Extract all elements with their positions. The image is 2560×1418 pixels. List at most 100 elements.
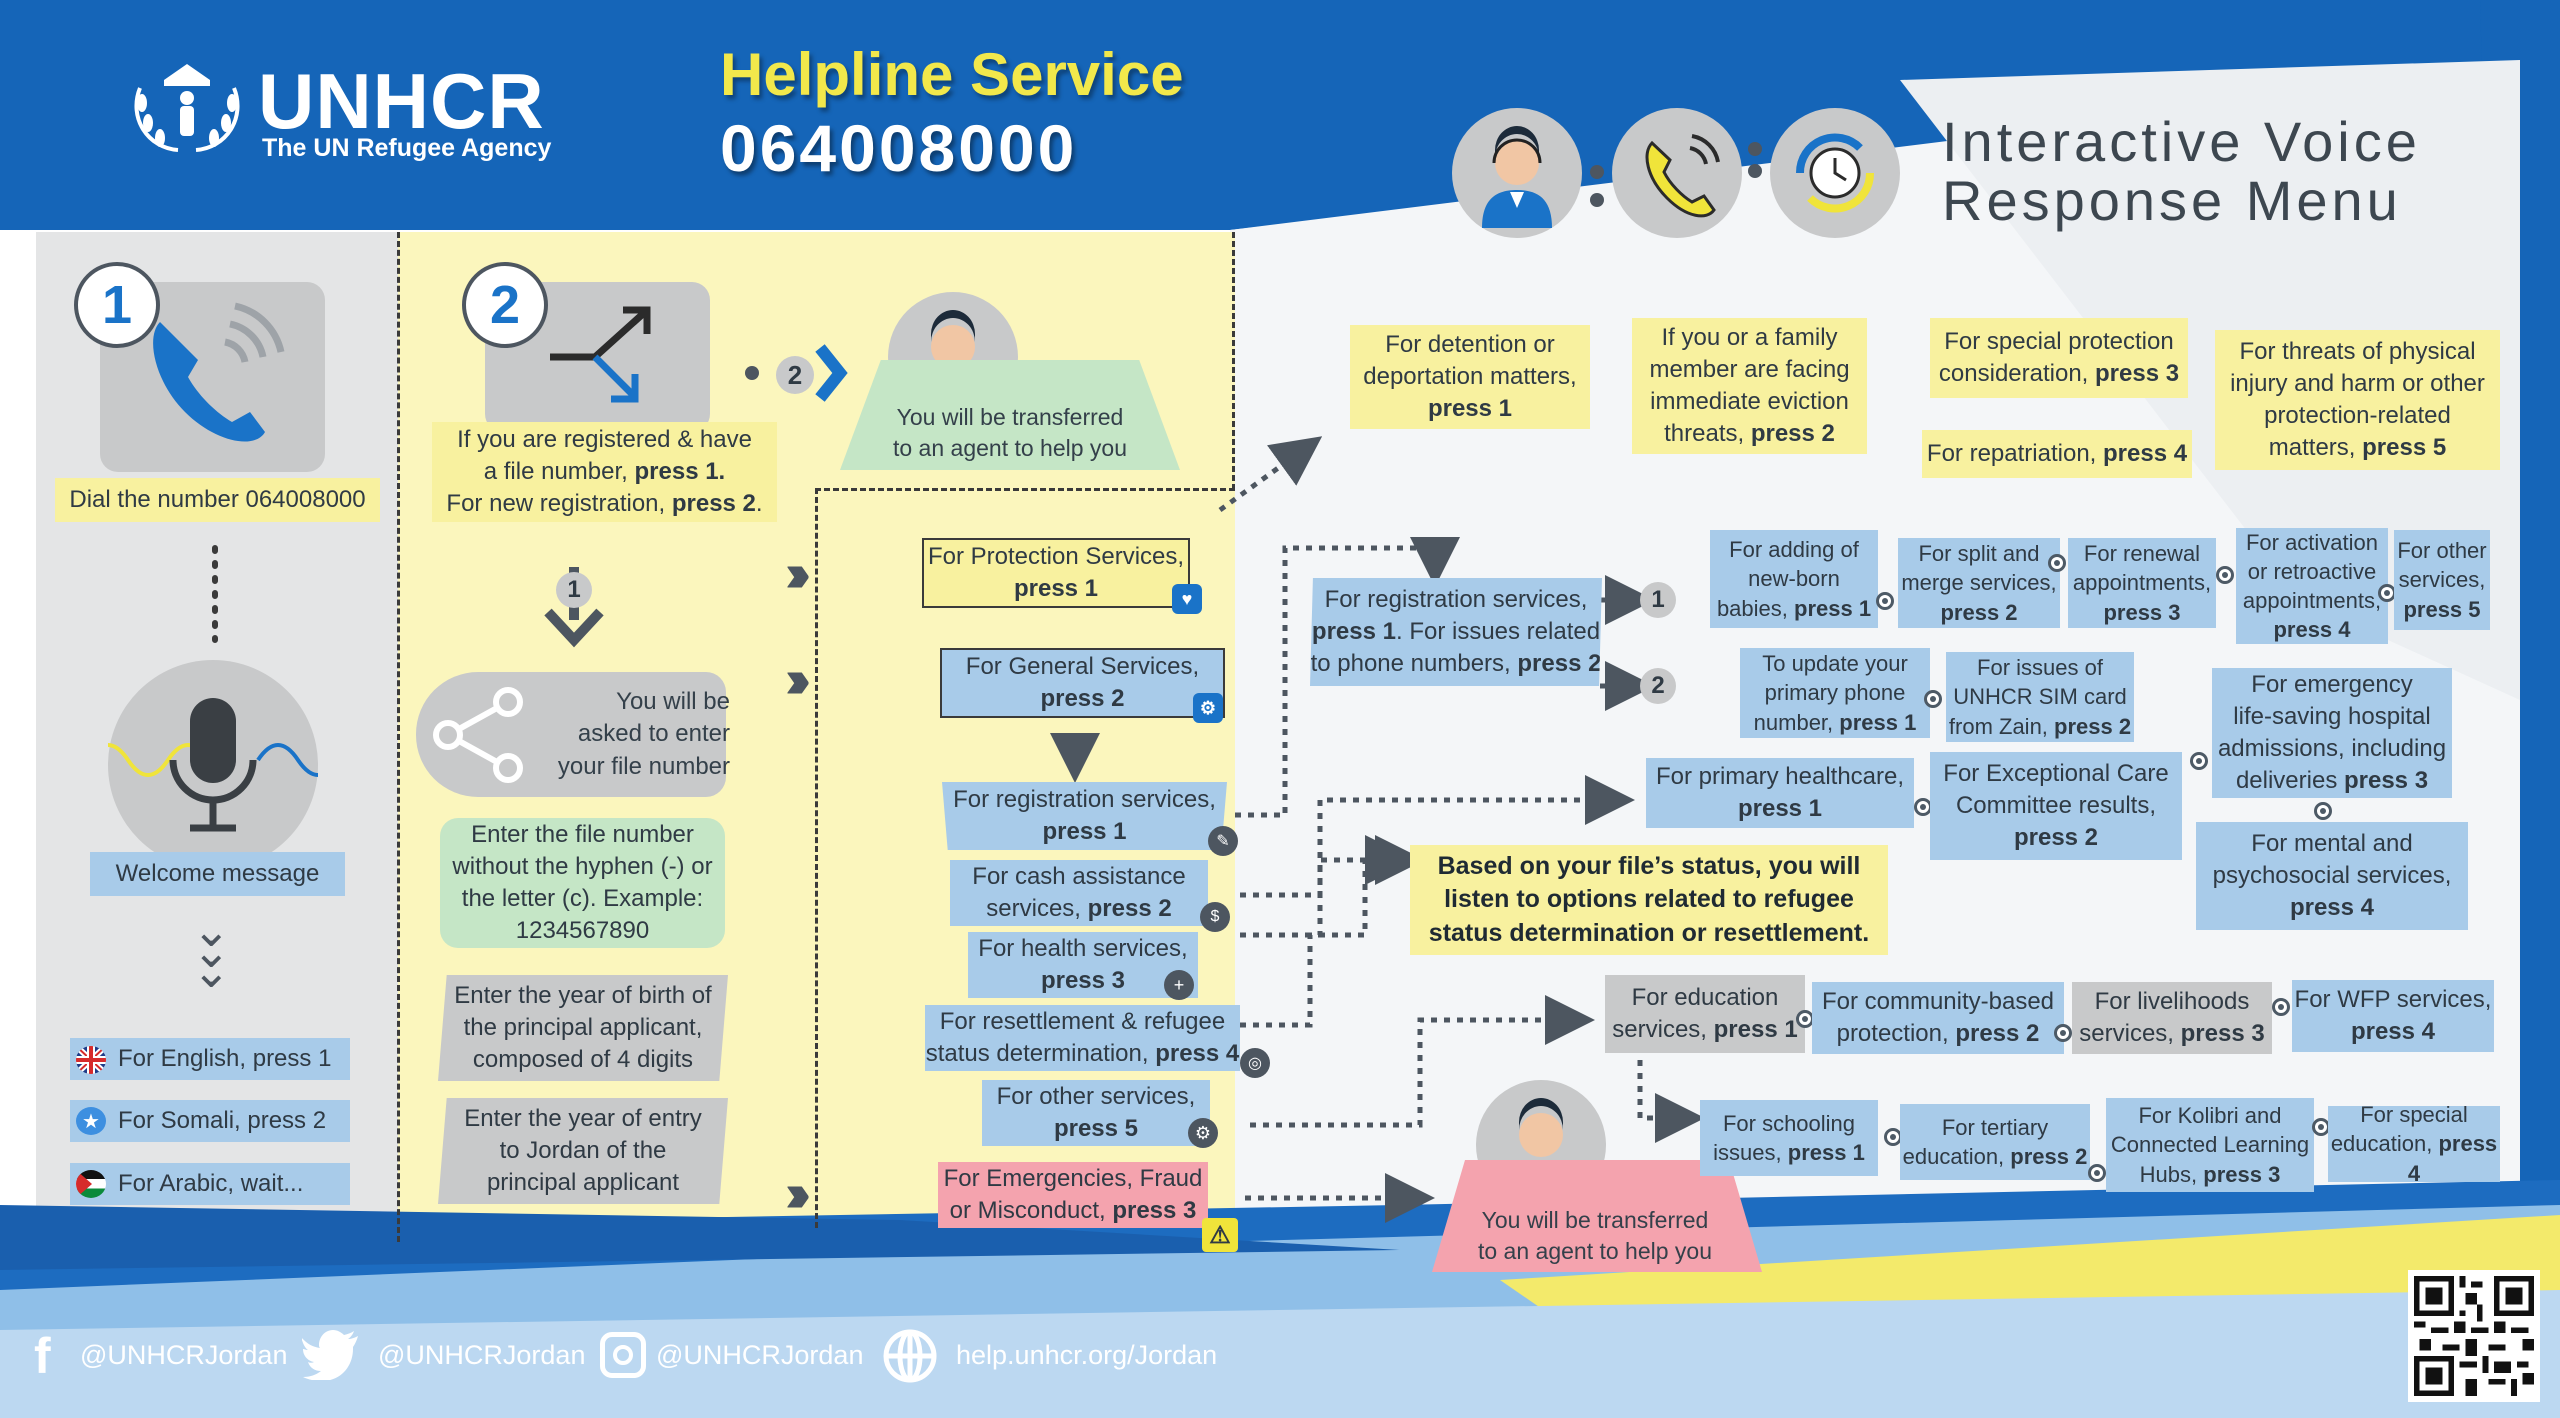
branch-number-badge: 2 (1640, 668, 1676, 704)
health-icon: + (1164, 970, 1194, 1000)
text-line: For repatriation, (1926, 440, 2103, 468)
language-option-english[interactable]: For English, press 1 (70, 1038, 350, 1080)
instagram-handle[interactable]: @UNHCRJordan (656, 1340, 864, 1370)
text-line: matters, (2268, 433, 2363, 461)
key-press: press 2 (2013, 823, 2099, 851)
ringing-phone-icon (1612, 108, 1742, 238)
text-line: to Jordan of the (499, 1137, 667, 1165)
connector-dot (1876, 592, 1894, 610)
key-press: press 2 (1040, 685, 1125, 712)
text-line: services, (2079, 1020, 2181, 1047)
text-line: merge services, (1901, 570, 2057, 596)
text-line: For livelihoods (2094, 988, 2250, 1016)
text-line: to an agent to help you (1477, 1238, 1713, 1265)
globe-icon[interactable] (882, 1328, 938, 1384)
twitter-handle[interactable]: @UNHCRJordan (378, 1340, 586, 1370)
language-option-somali[interactable]: For Somali, press 2 (70, 1100, 350, 1142)
org-name: UNHCR (258, 57, 545, 145)
key-press: press 4 (2103, 440, 2188, 468)
text-line: For detention or (1385, 331, 1555, 359)
text-line: For Emergencies, Fraud (943, 1165, 1203, 1193)
connector-dot (2190, 752, 2208, 770)
key-press: press 3 (2103, 599, 2181, 625)
text-line: For education (1631, 984, 1779, 1012)
separator-dot (1590, 193, 1604, 207)
key-press: press 1 (1427, 394, 1513, 422)
text-line: appointments, (2242, 588, 2382, 613)
dial-instruction: Dial the number 064008000 (55, 478, 380, 522)
ivr-menu-title: Interactive Voice Response Menu (1942, 112, 2421, 231)
text-line: number, (1753, 709, 1840, 735)
key-press: press 2 (1750, 419, 1835, 447)
livelihoods-option[interactable]: For livelihoods services, press 3 (2072, 982, 2272, 1054)
key-press: press 1 (1713, 1016, 1798, 1043)
connector-dot (2314, 802, 2332, 820)
text-line: You will be (616, 688, 730, 715)
website-link[interactable]: help.unhcr.org/Jordan (956, 1340, 1218, 1370)
key-press: press 4 (2273, 617, 2351, 643)
protection-services-option[interactable]: For Protection Services,press 1 (922, 538, 1190, 608)
text-line: If you or a family (1661, 324, 1838, 352)
key-press: press 3 (2180, 1020, 2265, 1047)
instagram-icon[interactable] (600, 1332, 646, 1378)
health-services-option[interactable]: For health services,press 3 (968, 932, 1198, 998)
facebook-icon[interactable]: f (34, 1328, 51, 1384)
text-line: education, (1902, 1144, 2011, 1169)
gear-icon: ⚙ (1193, 693, 1223, 723)
split-arrow-icon (550, 306, 651, 403)
key-press: press 4 (2407, 1131, 2498, 1186)
ivr-title-line: Response Menu (1942, 169, 2402, 233)
step-number-badge: 2 (462, 262, 548, 348)
connector-dot (1884, 1128, 1902, 1146)
separator-dot (1748, 142, 1762, 156)
text-line: principal applicant (486, 1168, 680, 1196)
text-line: psychosocial services, (2212, 862, 2452, 890)
text-line: For tertiary (1941, 1114, 2049, 1140)
connector-dot (2054, 1024, 2072, 1042)
twitter-icon[interactable] (301, 1330, 360, 1381)
facebook-handle[interactable]: @UNHCRJordan (80, 1340, 288, 1370)
registration-services-option[interactable]: For registration services,press 1 (942, 782, 1227, 850)
repatriation-option[interactable]: For repatriation, press 4 (1922, 430, 2192, 478)
other-services-option[interactable]: For other services,press 5 (982, 1080, 1210, 1146)
general-services-option[interactable]: For General Services,press 2 (940, 648, 1225, 718)
text-line: You will be transferred (896, 404, 1124, 430)
microphone-icon (86, 660, 340, 870)
text-line: to phone numbers, (1310, 649, 1518, 677)
key-press: press 3 (2095, 360, 2180, 387)
text-line: For community-based (1821, 988, 2055, 1016)
primary-healthcare-option[interactable]: For primary healthcare,press 1 (1646, 758, 1914, 828)
language-option-arabic[interactable]: For Arabic, wait... (70, 1163, 350, 1205)
qr-code (2408, 1270, 2540, 1402)
text-line: For Exceptional Care (1943, 760, 2169, 788)
text-line: asked to enter (577, 720, 730, 748)
wfp-services-option[interactable]: For WFP services,press 4 (2292, 980, 2494, 1052)
chevron-down-icon: ⌄⌄⌄ (192, 904, 231, 998)
transfer-backdrop (840, 360, 1180, 470)
text-line: Based on your file’s status, you will (1437, 852, 1861, 881)
